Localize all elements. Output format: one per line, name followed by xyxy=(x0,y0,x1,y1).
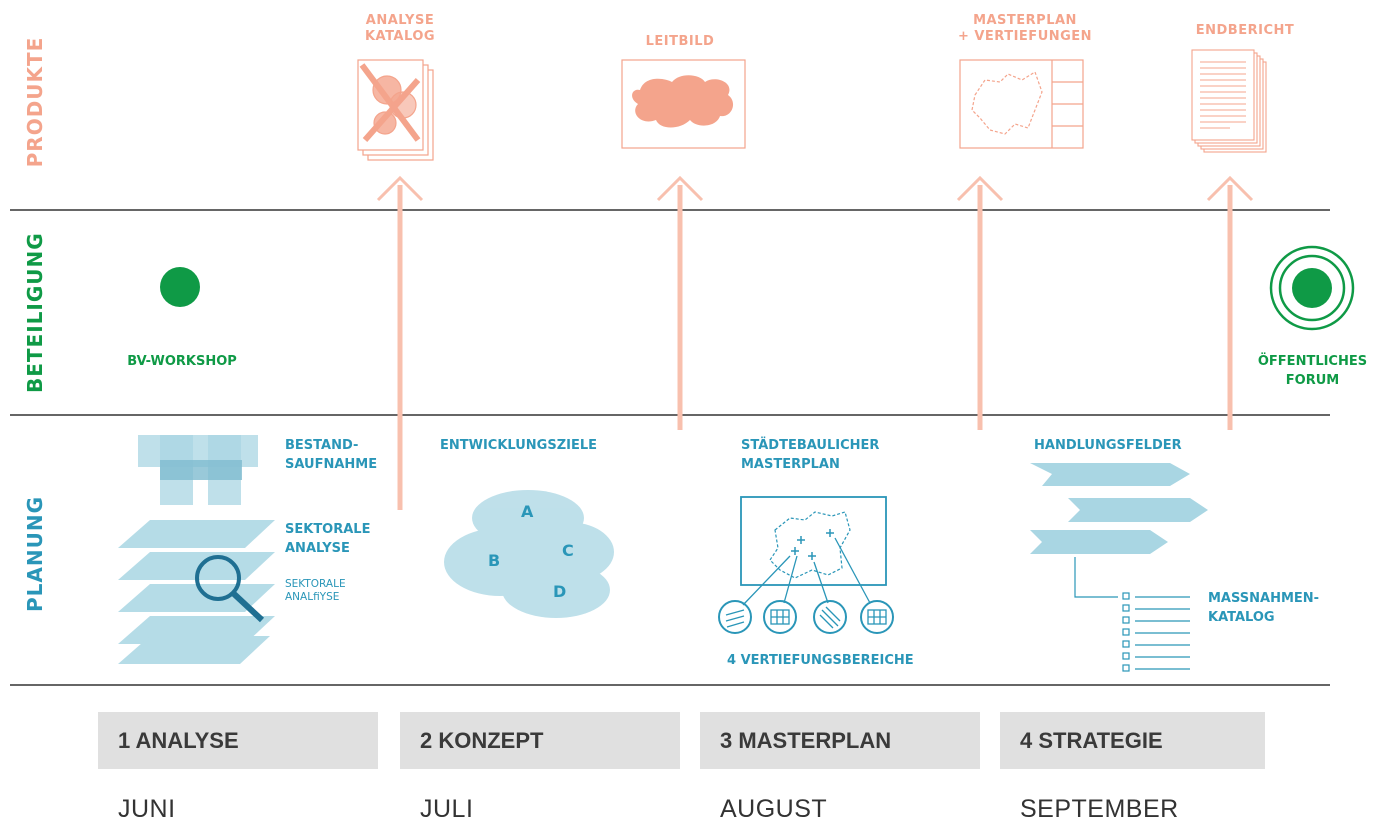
circle-label-d: D xyxy=(553,582,567,601)
row-label-produkte: PRODUKTE xyxy=(23,36,47,168)
analyse-katalog-icon xyxy=(357,59,434,161)
endbericht-icon xyxy=(1191,49,1267,153)
circle-label-c: C xyxy=(562,541,574,560)
phase-3-label: 3 MASTERPLAN xyxy=(720,728,892,753)
bv-workshop-label: BV-WORKSHOP xyxy=(127,354,237,369)
phase-2: 2 KONZEPT xyxy=(400,712,680,769)
staedtebau-label: STÄDTEBAULICHER MASTERPLAN xyxy=(741,438,880,472)
venn-icon xyxy=(444,490,614,618)
entwicklungsziele-label: ENTWICKLUNGSZIELE xyxy=(440,438,598,453)
bestand-label: BESTAND- SAUFNAHME xyxy=(285,438,378,472)
month-3: AUGUST xyxy=(720,795,828,823)
vertiefungen-label: 4 VERTIEFUNGSBEREICHE xyxy=(727,653,914,668)
handlungsfelder-label: HANDLUNGSFELDER xyxy=(1034,438,1182,453)
row-label-beteiligung: BETEILIGUNG xyxy=(23,232,47,393)
leitbild-icon xyxy=(621,59,746,149)
product-arrows xyxy=(376,175,1254,510)
forum-target-icon xyxy=(1269,245,1355,331)
month-2: JULI xyxy=(420,795,474,823)
circle-label-a: A xyxy=(521,502,534,521)
phase-4-label: 4 STRATEGIE xyxy=(1020,728,1163,753)
product-endbericht: ENDBERICHT xyxy=(1195,23,1295,38)
workshop-dot-icon xyxy=(160,267,200,307)
month-1: JUNI xyxy=(118,795,176,823)
phase-1: 1 ANALYSE xyxy=(98,712,378,769)
staedtebau-icon xyxy=(718,496,894,634)
masterplan-icon xyxy=(959,59,1084,149)
phase-1-label: 1 ANALYSE xyxy=(118,728,239,753)
row-label-planung: PLANUNG xyxy=(23,496,47,613)
sektorale-label: SEKTORALE ANALYSE xyxy=(285,522,371,556)
massnahmen-icon xyxy=(1074,557,1190,672)
product-masterplan: MASTERPLAN + VERTIEFUNGEN xyxy=(957,13,1093,44)
forum-label: ÖFFENTLICHES FORUM xyxy=(1257,354,1368,388)
sektorale-small-label: SEKTORALE ANALﬁYSE xyxy=(285,578,346,603)
circle-label-b: B xyxy=(488,551,501,570)
massnahmen-label: MASSNAHMEN- KATALOG xyxy=(1208,591,1320,625)
product-leitbild: LEITBILD xyxy=(645,34,715,49)
sektorale-layers-icon xyxy=(118,520,275,664)
bestand-icon xyxy=(138,435,258,505)
handlungsfelder-icon xyxy=(1030,463,1208,554)
magnifier-icon xyxy=(195,555,265,623)
month-4: SEPTEMBER xyxy=(1020,795,1179,823)
phase-3: 3 MASTERPLAN xyxy=(700,712,980,769)
phase-2-label: 2 KONZEPT xyxy=(420,728,544,753)
product-analyse-katalog: ANALYSE KATALOG xyxy=(364,13,436,44)
phase-4: 4 STRATEGIE xyxy=(1000,712,1265,769)
